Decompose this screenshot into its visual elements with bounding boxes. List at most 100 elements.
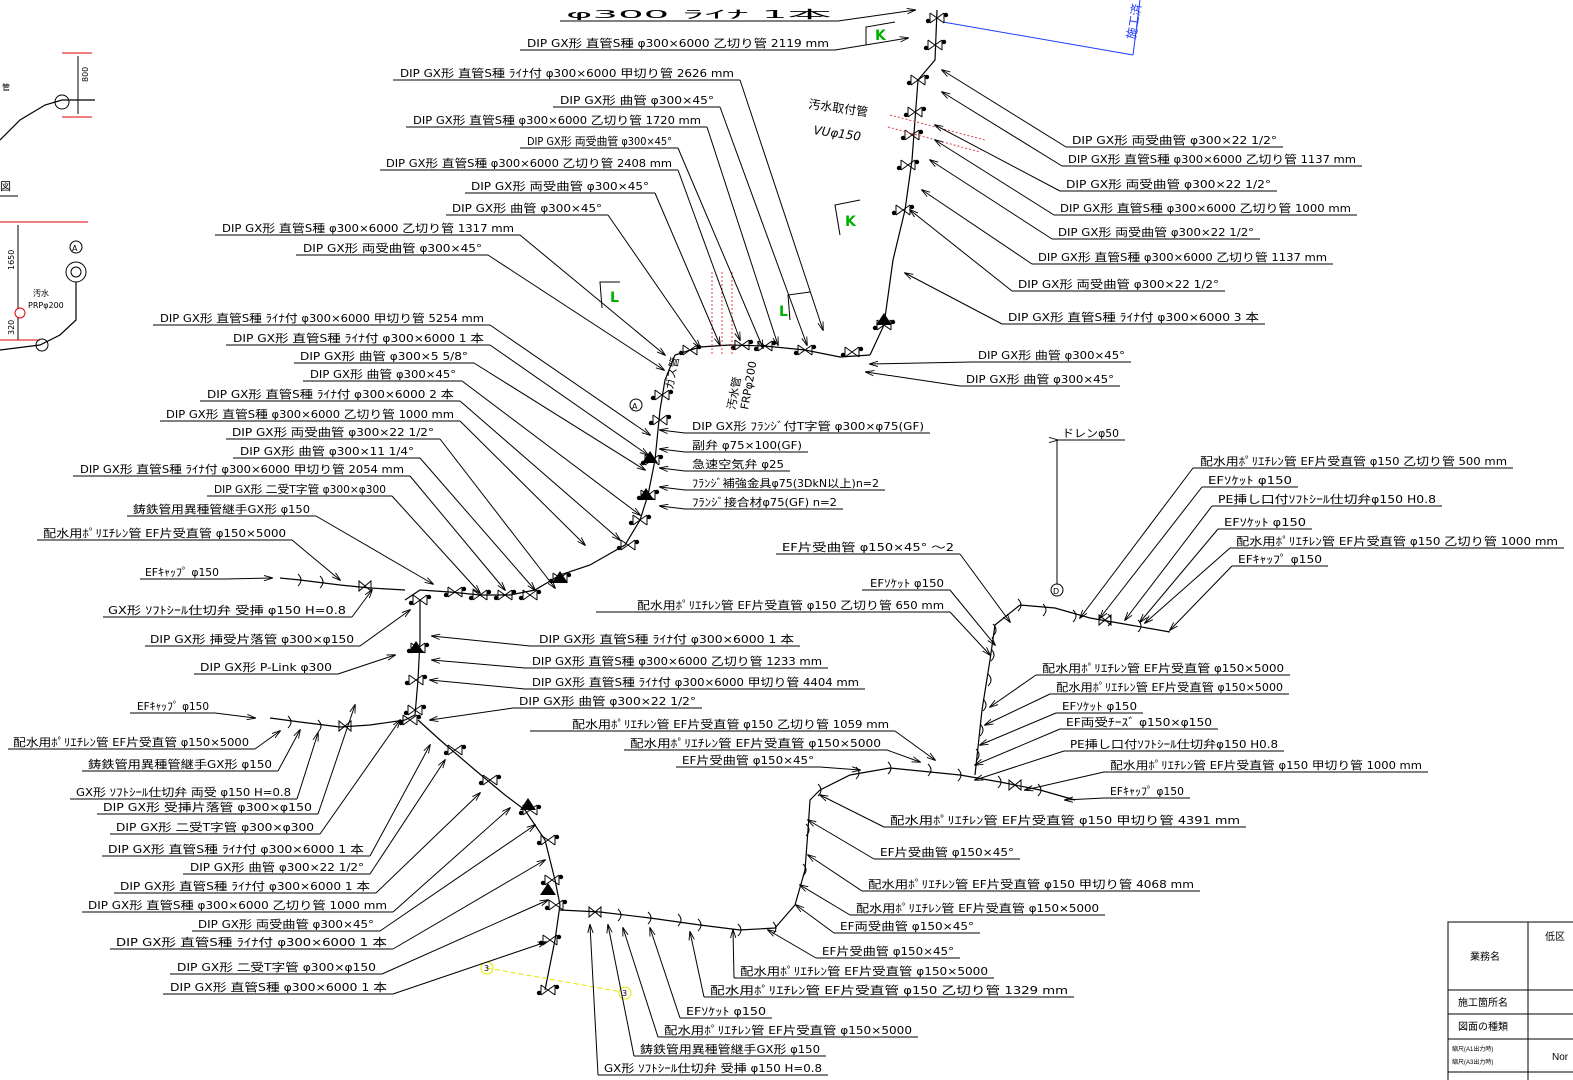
pe-socket-16: [1037, 783, 1042, 797]
label-ll24: EFｷｬｯﾌﾟ φ150: [145, 566, 219, 579]
label-cl39: 配水用ﾎﾟﾘｴﾁﾚﾝ管 EF片受直管 φ150×5000: [664, 1023, 912, 1037]
leader-cl14: [949, 589, 995, 645]
pe-socket-28: [287, 715, 292, 729]
label-ll28: EFｷｬｯﾌﾟ φ150: [137, 700, 209, 713]
label-cl33: 配水用ﾎﾟﾘｴﾁﾚﾝ管 EF片受直管 φ150×5000: [856, 901, 1099, 915]
leader-rl02: [942, 92, 1063, 167]
leader-cl26: [975, 728, 1061, 765]
leader-ll18: [439, 438, 555, 588]
pe-socket-25: [617, 908, 622, 922]
label-ll39: DIP GX形 直管S種 ﾗｲﾅ付 φ300×6000 1 本: [116, 935, 387, 949]
label-cl32: 配水用ﾎﾟﾘｴﾁﾚﾝ管 EF片受直管 φ150 甲切り管 4068 mm: [868, 877, 1194, 891]
label-ll09: DIP GX形 曲管 φ300×45°: [452, 201, 602, 215]
leader-ll33: [319, 720, 400, 835]
leader-cl32: [808, 855, 863, 892]
pe-socket-0: [1017, 598, 1022, 612]
leader-ll39: [392, 860, 545, 950]
fitting-30: [478, 774, 502, 786]
label-cl04: ﾌﾗﾝｼﾞ補強金具φ75(3DkN以上)n=2: [692, 476, 879, 490]
pe-socket-1: [1042, 603, 1047, 617]
label-ll02: DIP GX形 直管S種 φ300×6000 乙切り管 2119 mm: [527, 36, 829, 50]
leader-ll16: [459, 400, 620, 540]
fitting-36: [536, 984, 560, 996]
leader-ll34: [369, 745, 430, 857]
leader-rl10: [866, 372, 961, 387]
leader-ll36: [375, 793, 480, 894]
leader-cl28: [1025, 771, 1105, 790]
label-rl05: DIP GX形 両受曲管 φ300×22 1/2°: [1058, 225, 1254, 239]
fitting-33: [540, 874, 564, 886]
inset-pipe-fragment: 管: [2, 82, 10, 92]
plink-6: [540, 883, 556, 895]
pe-socket-26: [319, 575, 324, 589]
leader-rl06: [922, 190, 1033, 265]
leader-rl08: [905, 273, 1003, 325]
label-rl03: DIP GX形 両受曲管 φ300×22 1/2°: [1066, 177, 1271, 191]
pe-socket-11: [927, 763, 932, 777]
leader-ll05: [706, 126, 778, 345]
leader-cl30: [820, 795, 885, 828]
inset-sewer-prp: PRPφ200: [28, 301, 64, 310]
label-ll29: 配水用ﾎﾟﾘｴﾁﾚﾝ管 EF片受直管 φ150×5000: [13, 735, 249, 749]
tb-row4-label-b: 縮尺(A3出力時): [1452, 1058, 1493, 1066]
marker-a: A: [632, 402, 638, 411]
leader-ll01: [837, 10, 915, 22]
leader-ll11: [487, 254, 664, 370]
callout-3b: 3: [622, 989, 627, 998]
label-cl41: GX形 ｿﾌﾄｼｰﾙ仕切弁 受挿 φ150 H=0.8: [604, 1061, 822, 1075]
leader-cl33: [800, 885, 851, 916]
label-cl29: EFｷｬｯﾌﾟ φ150: [1110, 785, 1184, 798]
label-cl02: 副弁 φ75×100(GF): [692, 438, 802, 452]
label-ll07: DIP GX形 直管S種 φ300×6000 乙切り管 2408 mm: [386, 156, 672, 170]
label-cl11: 配水用ﾎﾟﾘｴﾁﾚﾝ管 EF片受直管 φ150 乙切り管 1000 mm: [1236, 534, 1558, 548]
leader-ll41: [392, 942, 546, 995]
leader-ll37: [392, 808, 510, 913]
leader-cl31: [808, 820, 875, 860]
pe-socket-14: [957, 768, 962, 782]
label-ll32: DIP GX形 受挿片落管 φ300×φ150: [103, 800, 312, 814]
label-cl24: 配水用ﾎﾟﾘｴﾁﾚﾝ管 EF片受直管 φ150×5000: [1056, 680, 1283, 694]
pe-socket-15: [997, 775, 1002, 789]
leader-cl12: [1170, 565, 1233, 630]
sewer-fitting-label: 汚水取付管: [808, 96, 870, 119]
leader-cl24: [985, 693, 1051, 725]
leader-cl16: [432, 636, 531, 647]
leader-cl25: [980, 712, 1057, 745]
leader-ll20: [409, 475, 505, 590]
leader-ll09: [607, 214, 700, 348]
leader-cl10: [1140, 528, 1219, 622]
label-cl21: 配水用ﾎﾟﾘｴﾁﾚﾝ管 EF片受直管 φ150×5000: [630, 736, 881, 750]
label-ll06: DIP GX形 両受曲管 φ300×45°: [527, 134, 672, 148]
fitting-12: [678, 344, 702, 356]
label-rl01: DIP GX形 両受曲管 φ300×22 1/2°: [1072, 133, 1277, 147]
fitting-6: [891, 204, 915, 216]
label-ll25: GX形 ｿﾌﾄｼｰﾙ仕切弁 受挿 φ150 H=0.8: [108, 603, 346, 617]
leader-ll07: [677, 169, 740, 340]
tb-row4-label-a: 縮尺(A1出力時): [1452, 1045, 1493, 1053]
fitting-11: [730, 339, 754, 351]
fitting-2: [906, 74, 930, 86]
label-cl30: 配水用ﾎﾟﾘｴﾁﾚﾝ管 EF片受直管 φ150 甲切り管 4391 mm: [890, 813, 1240, 827]
label-ll15: DIP GX形 曲管 φ300×45°: [310, 367, 456, 381]
pe-socket-27: [297, 573, 302, 587]
label-cl10: EFｿｹｯﾄ φ150: [1224, 516, 1306, 529]
leader-rl05: [930, 160, 1053, 240]
label-ll37: DIP GX形 直管S種 φ300×6000 乙切り管 1000 mm: [88, 898, 387, 912]
label-ll17: DIP GX形 直管S種 φ300×6000 乙切り管 1000 mm: [166, 407, 454, 421]
pe-socket-24: [647, 911, 652, 925]
label-cl13: EF片受曲管 φ150×45° ～2: [782, 540, 954, 554]
l-mark-2: L: [779, 304, 788, 320]
label-ll11: DIP GX形 両受曲管 φ300×45°: [303, 241, 482, 255]
label-ll18: DIP GX形 両受曲管 φ300×22 1/2°: [232, 425, 434, 439]
label-ll38: DIP GX形 両受曲管 φ300×45°: [198, 917, 374, 931]
label-ll22: 鋳鉄管用異種管継手GX形 φ150: [133, 502, 310, 516]
label-cl35: EF片受曲管 φ150×45°: [822, 944, 954, 958]
leader-cl18: [430, 680, 526, 690]
pe-socket-5: [992, 623, 997, 637]
leader-ll23: [291, 539, 340, 580]
label-cl34: EF両受曲管 φ150×45°: [840, 919, 974, 933]
label-cl40: 鋳鉄管用異種管継手GX形 φ150: [640, 1042, 820, 1056]
plink-4: [408, 641, 424, 653]
